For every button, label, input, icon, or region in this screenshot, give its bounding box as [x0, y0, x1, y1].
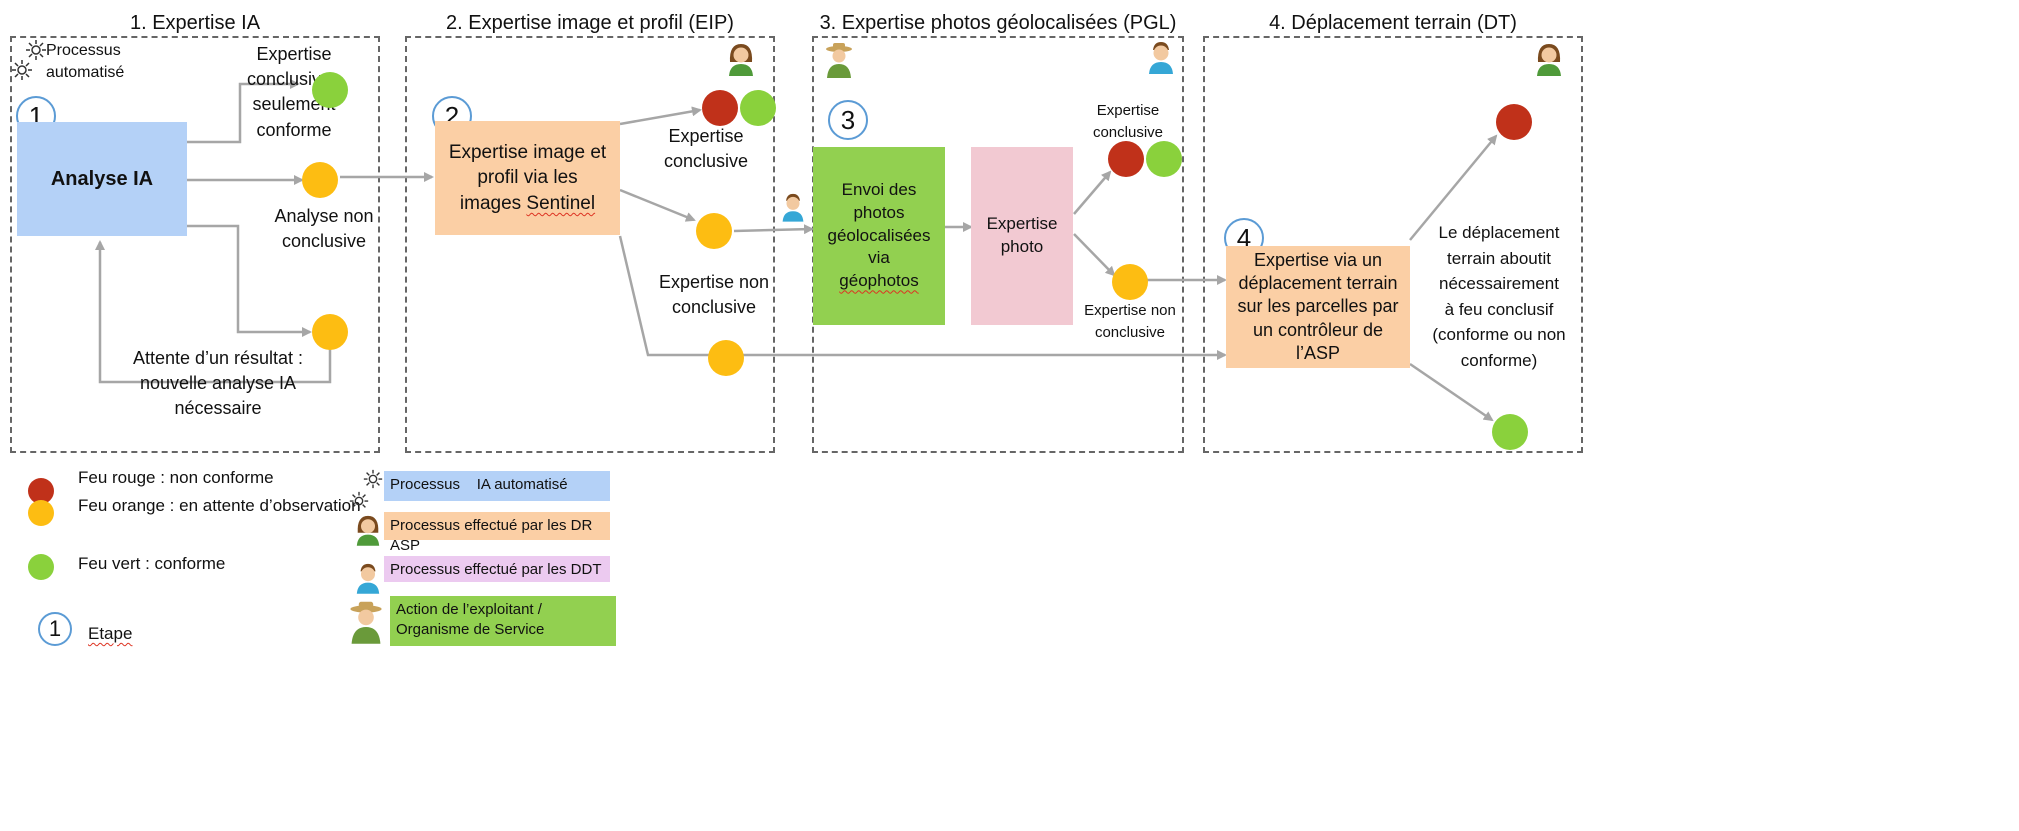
- eip-line-3-pre: images: [459, 192, 527, 214]
- label-eip-conclusive: Expertise conclusive: [664, 126, 749, 172]
- gear-icon: [348, 490, 370, 512]
- process-eip: Expertise image et profil via les images…: [435, 121, 620, 235]
- light-orange-eip: [696, 213, 732, 249]
- stage-box-1: [10, 36, 380, 453]
- legend-green-text: Feu vert : conforme: [78, 554, 226, 573]
- arrow-eip-nonconclusive: [619, 188, 696, 222]
- woman-avatar-icon: [726, 40, 756, 76]
- stage-box-2: [405, 36, 775, 453]
- process-dt: Expertise via un déplacement terrain sur…: [1226, 246, 1410, 368]
- light-green-ia: [312, 72, 348, 108]
- legend-proc-ddt: Processus effectué par les DDT: [384, 556, 610, 582]
- arrow-dt-red: [1409, 134, 1498, 241]
- light-green-dt: [1492, 414, 1528, 450]
- man-avatar-icon: [1146, 38, 1176, 74]
- arrow-photo-nonconclusive: [1073, 233, 1116, 277]
- legend-green-light: [28, 554, 54, 580]
- legend-red-text: Feu rouge : non conforme: [78, 468, 274, 487]
- process-photo-expertise: Expertise photo: [971, 147, 1073, 325]
- gear-icon: [10, 58, 34, 82]
- legend-orange-light: [28, 500, 54, 526]
- label-dt-note: Le déplacement terrain aboutit nécessair…: [1432, 223, 1566, 370]
- stage-title-1: 1. Expertise IA: [129, 12, 261, 34]
- light-green-pgl: [1146, 141, 1182, 177]
- light-orange-ia-waiting: [312, 314, 348, 350]
- legend-orange-text: Feu orange : en attente d’observation: [78, 496, 361, 515]
- legend-step-badge: 1: [38, 612, 72, 646]
- stage-title-3: 3. Expertise photos géolocalisées (PGL): [819, 12, 1177, 34]
- legend-red-light: [28, 478, 54, 504]
- arrow-photo-conclusive: [1073, 170, 1112, 215]
- light-red-eip: [702, 90, 738, 126]
- woman-avatar-icon: [1534, 40, 1564, 76]
- send-photos-word: géophotos: [839, 271, 919, 291]
- light-green-eip: [740, 90, 776, 126]
- gear-icon: [362, 468, 384, 490]
- arrow-ia-loop: [95, 240, 332, 384]
- eip-line-1: Expertise image et: [448, 141, 607, 163]
- auto-process-label: Processus automatisé: [46, 42, 125, 82]
- farmer-icon: [824, 40, 854, 78]
- label-eip-nonconclusive: Expertise non conclusive: [658, 272, 770, 318]
- stage-title-4: 4. Déplacement terrain (DT): [1269, 12, 1517, 34]
- light-orange-ia: [302, 162, 338, 198]
- farmer-icon: [348, 598, 384, 644]
- man-avatar-icon: [354, 560, 382, 594]
- step-badge-3: 3: [828, 100, 868, 140]
- arrow-ia-conclusive: [187, 79, 300, 144]
- arrow-eip-conclusive: [619, 106, 702, 126]
- send-photos-text: Envoi des photos géolocalisées via: [827, 179, 931, 268]
- label-ia-conclusive: Expertise conclusive : seulement conform…: [246, 44, 342, 140]
- arrow-ia-waiting: [187, 224, 312, 337]
- arrow-dt-green: [1409, 362, 1494, 422]
- light-red-pgl: [1108, 141, 1144, 177]
- light-orange-eip-to-dt: [708, 340, 744, 376]
- woman-avatar-icon: [354, 512, 382, 546]
- stage-box-4: [1203, 36, 1583, 453]
- legend-proc-ia: Processus IA automatisé: [384, 471, 610, 501]
- light-red-dt: [1496, 104, 1532, 140]
- eip-line-3-word: Sentinel: [526, 192, 596, 214]
- light-orange-pgl: [1112, 264, 1148, 300]
- label-ia-nonconclusive: Analyse non conclusive: [274, 206, 374, 252]
- gear-icon: [24, 38, 48, 62]
- label-pgl-nonconclusive: Expertise non conclusive: [1084, 302, 1176, 341]
- label-pgl-conclusive: Expertise conclusive: [1092, 102, 1164, 141]
- eip-line-3: images Sentinel: [460, 191, 595, 217]
- legend-proc-exploitant: Action de l’exploitant / Organisme de Se…: [390, 596, 616, 646]
- legend-step-label: Etape: [88, 624, 133, 643]
- arrow-eip-to-dt: [618, 235, 1227, 360]
- process-send-photos: Envoi des photos géolocalisées via géoph…: [813, 147, 945, 325]
- legend-proc-dr: Processus effectué par les DR ASP: [384, 512, 610, 554]
- stage-title-2: 2. Expertise image et profil (EIP): [446, 12, 734, 34]
- arrow-to-pgl: [733, 224, 814, 235]
- label-ia-waiting: Attente d’un résultat : nouvelle analyse…: [132, 348, 304, 419]
- process-analyse-ia: Analyse IA: [17, 122, 187, 236]
- eip-line-2: profil via les: [477, 167, 578, 189]
- man-avatar-icon: [780, 190, 806, 222]
